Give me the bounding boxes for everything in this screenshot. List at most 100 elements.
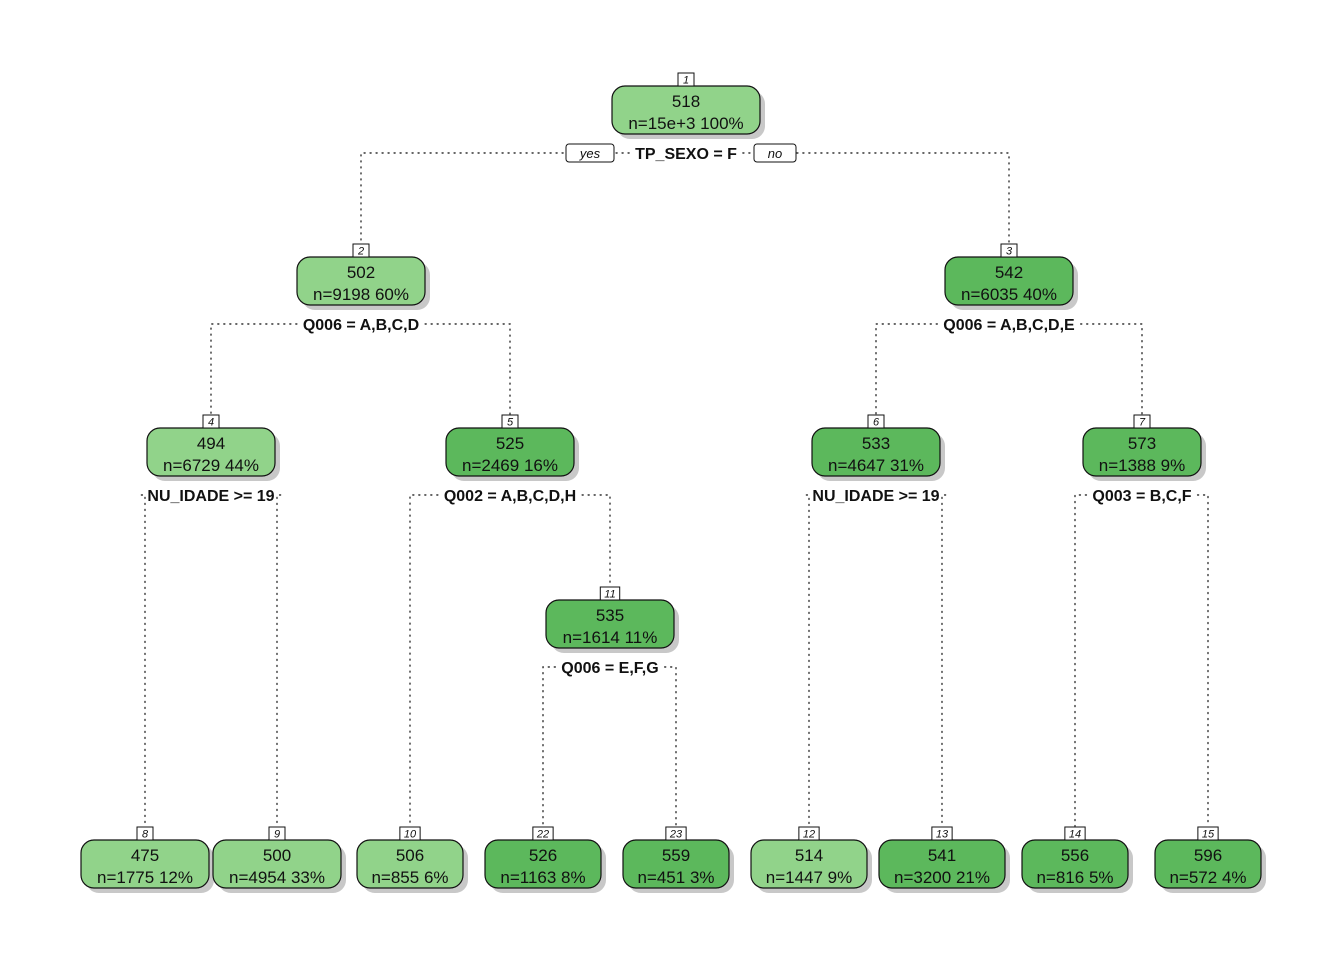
node-value: 533: [862, 434, 890, 453]
edge-4-to-9: [276, 494, 282, 827]
node-value: 500: [263, 846, 291, 865]
node-value: 542: [995, 263, 1023, 282]
node-value: 556: [1061, 846, 1089, 865]
tree-node-13: 541 n=3200 21% 13: [878, 826, 1010, 893]
node-info: n=816 5%: [1036, 868, 1113, 887]
node-value: 573: [1128, 434, 1156, 453]
edge-6-to-12: [805, 494, 810, 827]
node-id: 1: [683, 75, 689, 87]
split-rule: Q006 = E,F,G: [561, 660, 658, 677]
node-value: 541: [928, 846, 956, 865]
node-id: 14: [1069, 829, 1081, 841]
node-id-box: [599, 586, 621, 601]
node-id: 9: [274, 829, 280, 841]
split-rule: TP_SEXO = F: [635, 146, 737, 163]
node-id-box: [1197, 826, 1219, 841]
split-rule: Q002 = A,B,C,D,H: [444, 488, 576, 505]
node-id-box: [867, 414, 885, 429]
node-id-box: [399, 826, 421, 841]
edge-7-to-15: [1196, 494, 1209, 827]
node-id: 22: [536, 829, 549, 841]
tree-node-22: 526 n=1163 8% 22: [484, 826, 606, 893]
node-info: n=2469 16%: [462, 456, 558, 475]
edge-4-to-8: [140, 494, 146, 827]
node-info: n=451 3%: [637, 868, 714, 887]
yes-branch-label: yes: [565, 143, 615, 163]
split-rule: Q006 = A,B,C,D,E: [943, 317, 1075, 334]
node-id: 4: [208, 417, 214, 429]
no-label-box: [753, 143, 797, 163]
tree-node-10: 506 n=855 6% 10: [356, 826, 468, 893]
split-rule: Q003 = B,C,F: [1092, 488, 1191, 505]
yes-label-box: [565, 143, 615, 163]
edge-3-to-7: [1080, 323, 1143, 415]
node-info: n=4954 33%: [229, 868, 325, 887]
edge-5-to-11: [581, 494, 611, 587]
yes-label: yes: [579, 146, 601, 161]
split-rule: NU_IDADE >= 19: [812, 488, 939, 505]
node-info: n=9198 60%: [313, 285, 409, 304]
tree-node-9: 500 n=4954 33% 9: [212, 826, 346, 893]
node-id-box: [665, 826, 687, 841]
node-info: n=1614 11%: [563, 628, 658, 647]
node-id-box: [677, 72, 695, 87]
node-info: n=4647 31%: [828, 456, 924, 475]
node-id-box: [202, 414, 220, 429]
edge-2-to-5: [424, 323, 511, 415]
node-info: n=6729 44%: [163, 456, 259, 475]
node-info: n=3200 21%: [894, 868, 990, 887]
tree-node-6: 533 n=4647 31% 6: [811, 414, 945, 481]
node-value: 526: [529, 846, 557, 865]
node-info: n=1775 12%: [97, 868, 193, 887]
node-value: 502: [347, 263, 375, 282]
edge-5-to-10: [409, 494, 439, 827]
node-id-box: [268, 826, 286, 841]
node-id: 15: [1202, 829, 1215, 841]
node-value: 506: [396, 846, 424, 865]
tree-node-14: 556 n=816 5% 14: [1021, 826, 1133, 893]
node-id-box: [1133, 414, 1151, 429]
no-label: no: [768, 146, 782, 161]
node-id-box: [532, 826, 554, 841]
edges-layer: [140, 152, 1209, 827]
node-info: n=1163 8%: [500, 868, 585, 887]
node-id: 12: [803, 829, 815, 841]
node-id: 13: [936, 829, 949, 841]
node-id: 5: [507, 417, 514, 429]
edge-11-to-22: [542, 666, 557, 827]
node-id-box: [798, 826, 820, 841]
edge-11-to-23: [663, 666, 677, 827]
node-value: 475: [131, 846, 159, 865]
node-info: n=855 6%: [371, 868, 448, 887]
node-id-box: [931, 826, 953, 841]
edge-1-to-3: [742, 152, 1010, 244]
node-value: 518: [672, 92, 700, 111]
node-id: 3: [1006, 246, 1013, 258]
node-info: n=1388 9%: [1099, 456, 1186, 475]
node-id-box: [501, 414, 519, 429]
edge-3-to-6: [875, 323, 938, 415]
node-id: 8: [142, 829, 149, 841]
edge-6-to-13: [941, 494, 947, 827]
tree-node-8: 475 n=1775 12% 8: [80, 826, 214, 893]
node-value: 596: [1194, 846, 1222, 865]
node-info: n=1447 9%: [766, 868, 853, 887]
no-branch-label: no: [753, 143, 797, 163]
edge-7-to-14: [1074, 494, 1088, 827]
node-info: n=6035 40%: [961, 285, 1057, 304]
node-value: 525: [496, 434, 524, 453]
split-rule: NU_IDADE >= 19: [147, 488, 274, 505]
node-value: 535: [596, 606, 624, 625]
node-id: 10: [404, 829, 417, 841]
node-id: 6: [873, 417, 880, 429]
tree-node-5: 525 n=2469 16% 5: [445, 414, 579, 481]
